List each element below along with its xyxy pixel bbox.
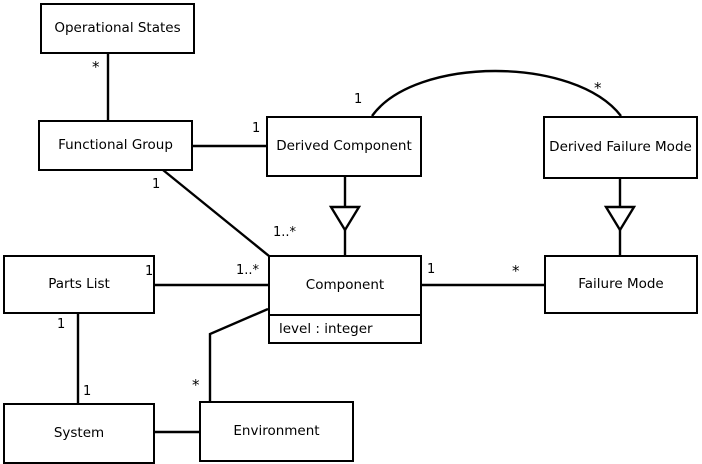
class-name-component: Component	[305, 276, 385, 293]
multiplicity-functional-group-component-near: 1	[152, 177, 161, 192]
class-box-operational-states[interactable]: Operational States	[40, 3, 195, 54]
class-box-system[interactable]: System	[3, 403, 155, 464]
class-box-derived-component[interactable]: Derived Component	[266, 116, 422, 177]
multiplicity-functional-group-component-far: 1..*	[273, 225, 297, 240]
multiplicity-parts-list-component-far: 1..*	[236, 263, 260, 278]
edge-derived-component-derived-failure-mode-arc	[371, 69, 622, 117]
class-name-failure-mode: Failure Mode	[578, 275, 664, 292]
class-box-environment[interactable]: Environment	[199, 401, 354, 462]
generalization-triangle-failure-mode	[603, 205, 637, 233]
multiplicity-component-failure-mode-far: *	[512, 262, 520, 280]
edge-functional-group-component	[162, 169, 270, 257]
multiplicity-parts-list-system-near: 1	[57, 317, 66, 332]
multiplicity-derived-failure-mode-arc: *	[594, 79, 602, 97]
class-attribute-component-level: level : integer	[270, 314, 420, 342]
multiplicity-operational-states-functional-group: *	[92, 58, 100, 76]
class-name-system: System	[53, 424, 105, 441]
multiplicity-functional-group-derived-component: 1	[252, 121, 261, 136]
multiplicity-derived-component-arc: 1	[354, 92, 363, 107]
class-name-functional-group: Functional Group	[58, 136, 173, 153]
class-box-failure-mode[interactable]: Failure Mode	[544, 255, 698, 314]
edge-component-environment	[208, 307, 269, 402]
class-name-derived-component: Derived Component	[276, 137, 412, 154]
generalization-triangle-component	[328, 205, 362, 233]
class-name-environment: Environment	[233, 422, 320, 439]
multiplicity-parts-list-component-near: 1	[145, 264, 154, 279]
class-box-derived-failure-mode[interactable]: Derived Failure Mode	[543, 116, 698, 179]
class-box-parts-list[interactable]: Parts List	[3, 255, 155, 314]
multiplicity-component-failure-mode-near: 1	[427, 262, 436, 277]
class-box-component[interactable]: Component level : integer	[268, 255, 422, 344]
class-name-operational-states: Operational States	[54, 19, 181, 36]
class-name-derived-failure-mode: Derived Failure Mode	[549, 138, 692, 155]
class-name-parts-list: Parts List	[48, 275, 110, 292]
class-box-functional-group[interactable]: Functional Group	[38, 120, 193, 171]
multiplicity-parts-list-system-far: 1	[83, 384, 92, 399]
multiplicity-component-environment: *	[192, 376, 200, 394]
